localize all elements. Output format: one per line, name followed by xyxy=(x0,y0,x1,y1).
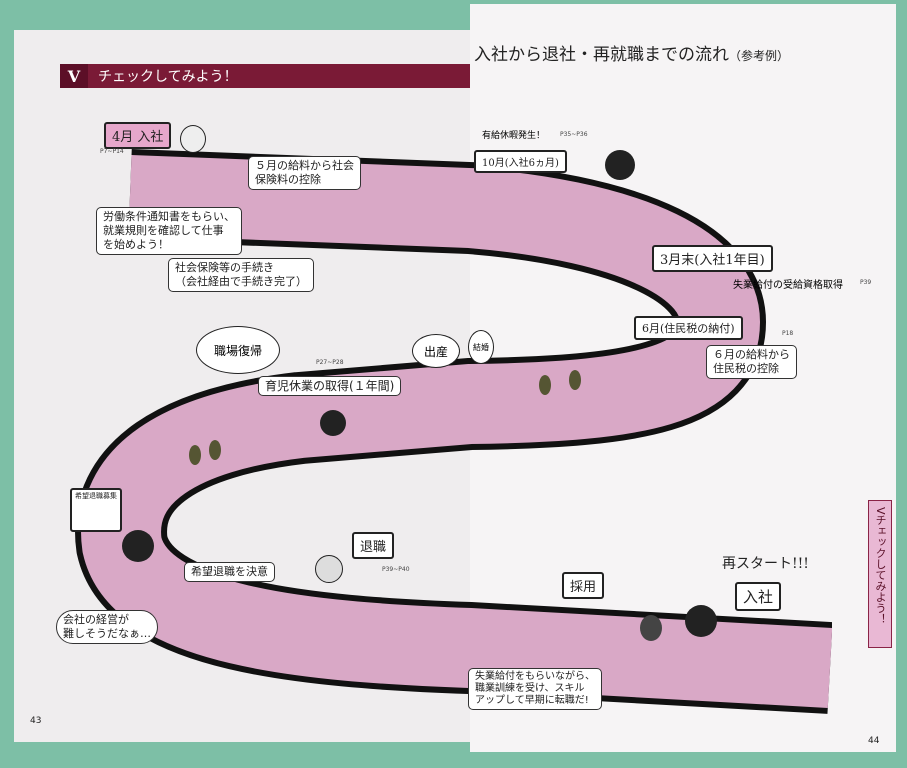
parent-figure xyxy=(320,410,346,436)
sign-retire: 退職 xyxy=(352,532,395,559)
ref-june: P18 xyxy=(782,330,794,337)
section-title: チェックしてみよう！ xyxy=(98,69,238,85)
page-number-right: 44 xyxy=(868,736,880,746)
bubble-return-to-work: 職場復帰 xyxy=(196,326,280,374)
footprints xyxy=(189,370,581,465)
sign-june: 6月(住民税の納付) xyxy=(634,316,743,340)
childcare-box: 育児休業の取得(１年間) xyxy=(258,376,402,396)
sign-march: 3月末(入社1年目) xyxy=(652,245,773,272)
ref-october: P35~P36 xyxy=(560,131,588,138)
section-header: V チェックしてみよう！ xyxy=(60,64,470,88)
sign-october: 10月(入社6ヵ月) xyxy=(474,150,567,173)
woman-figure xyxy=(180,125,206,153)
reemployment-box: 失業給付をもらいながら、 職業訓練を受け、スキル アップして早期に転職だ! xyxy=(468,668,602,710)
restart-text: 再スタート!!! xyxy=(722,556,809,572)
unemployment-eligibility: 失業給付の受給資格取得 xyxy=(733,280,843,291)
sign-hire: 採用 xyxy=(562,572,605,599)
new-hire-man-figure xyxy=(685,605,717,637)
june-salary-box: ６月の給料から 住民税の控除 xyxy=(706,345,797,379)
page-number-left: 43 xyxy=(30,716,42,726)
coworker-figure xyxy=(122,530,154,562)
title-note: （参考例） xyxy=(729,49,790,63)
retire-decision-box: 希望退職を決意 xyxy=(184,562,275,582)
ref-retire: P39~P40 xyxy=(382,566,410,573)
may-salary-box: ５月の給料から社会 保険料の控除 xyxy=(248,156,361,190)
ref-march: P39 xyxy=(860,279,872,286)
recruit-notice: 希望退職募集 xyxy=(70,488,122,532)
man-figure xyxy=(605,150,635,180)
retiree-figure xyxy=(315,555,343,583)
company-worry-bubble: 会社の経営が 難しそうだなぁ… xyxy=(56,610,158,644)
sign-join: 入社 xyxy=(735,582,782,611)
title-text: 入社から退社・再就職までの流れ xyxy=(474,45,729,65)
october-note: 有給休暇発生！ xyxy=(482,131,546,141)
insurance-box: 社会保険等の手続き （会社経由で手続き完了） xyxy=(168,258,314,292)
bubble-birth: 出産 xyxy=(412,334,460,368)
side-tab[interactable]: Vチェックしてみよう！ xyxy=(868,500,892,648)
ref-childcare: P27~P28 xyxy=(316,359,344,366)
page-title: 入社から退社・再就職までの流れ（参考例） xyxy=(474,40,789,65)
sign-april: 4月 入社 xyxy=(104,122,172,149)
road-surface xyxy=(81,155,833,708)
contract-box: 労働条件通知書をもらい、 就業規則を確認して仕事 を始めよう！ xyxy=(96,207,242,255)
bubble-marriage: 結婚 xyxy=(468,330,494,364)
new-hire-woman-figure xyxy=(640,615,662,641)
ref-april: P7~P14 xyxy=(100,148,124,155)
section-number: V xyxy=(60,64,88,88)
